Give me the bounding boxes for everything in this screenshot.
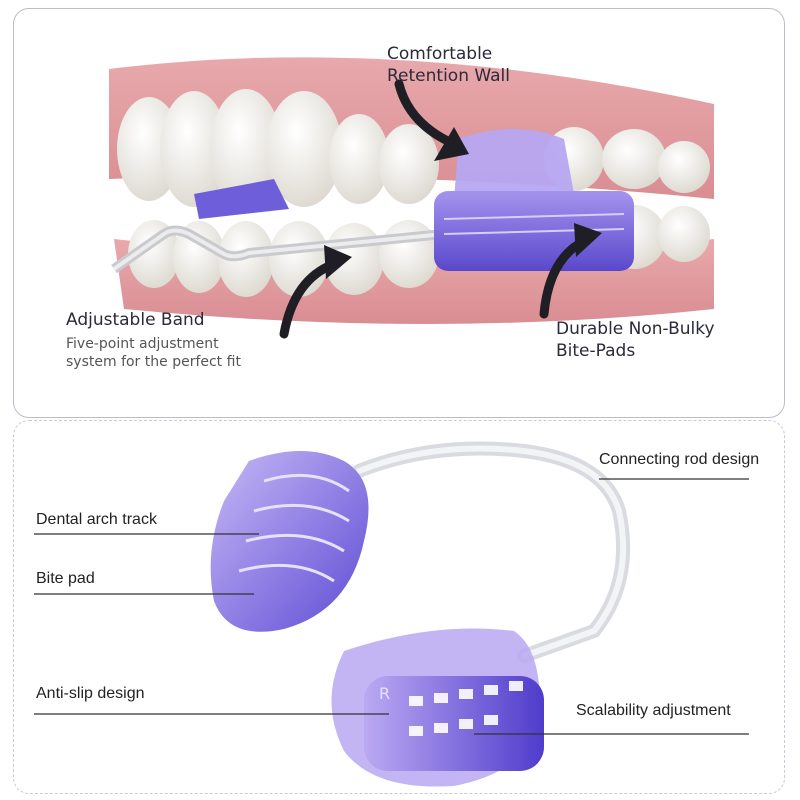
anti-slip-label: Anti-slip design [36,685,145,702]
device-illustration [34,441,749,787]
bite-pads-label: Durable Non-Bulky Bite-Pads [556,318,715,362]
retention-wall-line-1: Comfortable [387,44,493,64]
adjustable-band-label: Adjustable Band Five-point adjustment sy… [66,309,241,371]
main-bite-pad [434,129,634,271]
adjustable-band-desc-2: system for the perfect fit [66,354,241,370]
bite-pads-line-2: Bite-Pads [556,341,636,361]
upper-bite-pad [210,451,369,632]
bottom-product-panel: R [13,420,785,794]
leader-lines [34,478,749,735]
lower-bite-pad [331,628,544,787]
arrows [279,79,602,339]
front-pad [194,179,289,219]
connecting-rod-label: Connecting rod design [599,451,760,468]
retention-wall-label: Comfortable Retention Wall [387,43,510,87]
connecting-rod [352,441,631,663]
bite-pads-line-1: Durable Non-Bulky [556,319,715,339]
dental-arch-label: Dental arch track [36,511,157,528]
upper-teeth [117,89,710,209]
bite-pad-label: Bite pad [36,570,95,587]
retention-wall-line-2: Retention Wall [387,66,510,86]
adjustable-band-desc-1: Five-point adjustment [66,336,219,352]
pad-side-letter: R [379,684,391,703]
adjustable-band-title: Adjustable Band [66,310,205,330]
teeth-illustration [109,57,714,339]
scalability-label: Scalability adjustment [576,702,731,719]
top-illustration-panel [13,8,785,418]
